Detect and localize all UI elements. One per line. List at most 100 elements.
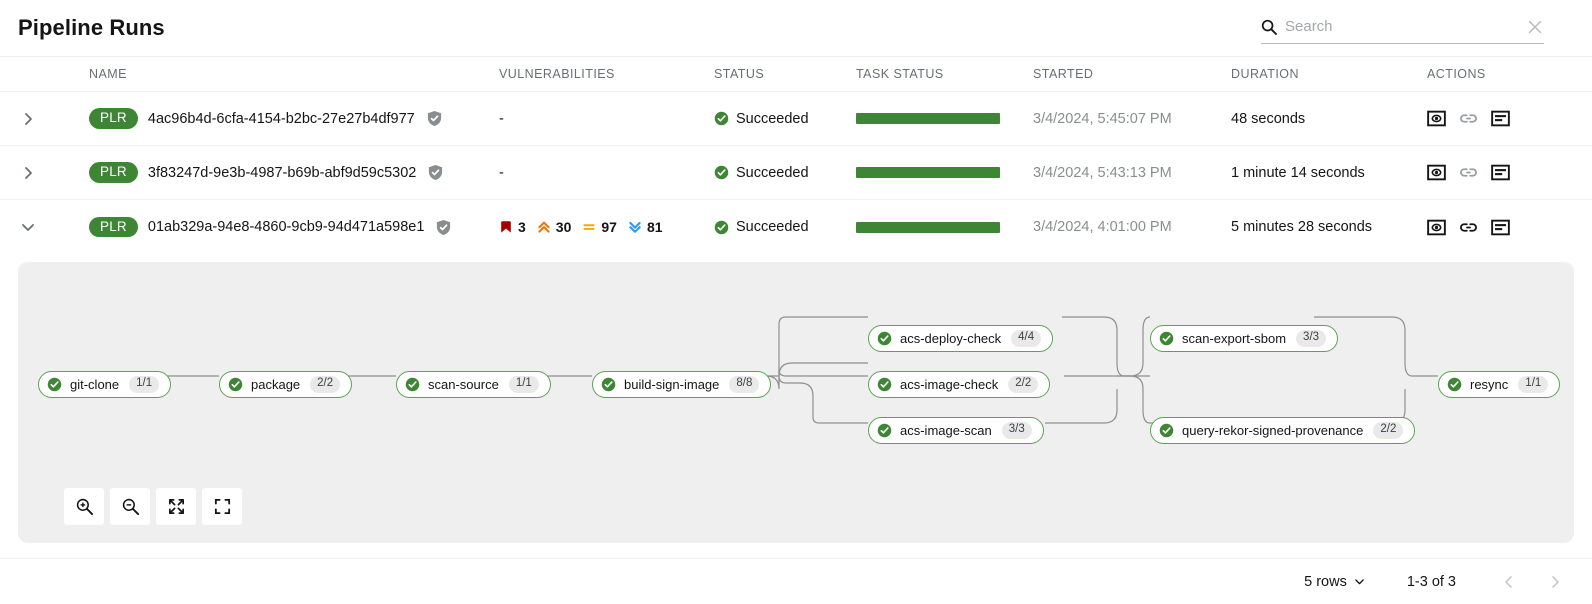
pipeline-node-label: build-sign-image [624, 377, 720, 392]
fit-to-screen-button[interactable] [156, 488, 196, 525]
search-icon [1261, 19, 1277, 35]
run-name-link[interactable]: 3f83247d-9e3b-4987-b69b-abf9d59c5302 [147, 164, 417, 181]
pipeline-node-acs-image-scan[interactable]: acs-image-scan 3/3 [868, 417, 1044, 444]
zoom-out-button[interactable] [110, 488, 150, 525]
chevron-right-icon[interactable] [21, 112, 35, 126]
vulnerabilities-cell: - [499, 111, 714, 127]
view-output-icon[interactable] [1427, 163, 1446, 182]
status-text: Succeeded [736, 164, 809, 181]
status-text: Succeeded [736, 110, 809, 127]
link-icon[interactable] [1459, 163, 1478, 182]
duration-text: 1 minute 14 seconds [1231, 164, 1365, 181]
vulnerability-high: 30 [537, 219, 572, 235]
task-status-bar [856, 221, 1000, 233]
search-input[interactable] [1285, 18, 1518, 35]
kind-badge: PLR [89, 108, 138, 129]
critical-severity-icon [499, 220, 513, 234]
task-status-bar [856, 113, 1000, 124]
search-box[interactable] [1261, 10, 1544, 44]
column-header-actions: ACTIONS [1427, 67, 1486, 81]
pipeline-node-count: 8/8 [729, 376, 760, 393]
pipeline-runs-table: NAME VULNERABILITIES STATUS TASK STATUS … [0, 56, 1592, 590]
status-badge: Succeeded [714, 111, 856, 127]
started-timestamp: 3/4/2024, 5:45:07 PM [1033, 110, 1172, 127]
task-status-bar-fill [856, 113, 1000, 124]
zoom-in-button[interactable] [64, 488, 104, 525]
shield-check-icon [425, 110, 443, 127]
logs-icon[interactable] [1491, 218, 1510, 237]
expand-arrows-icon [167, 497, 186, 516]
vulnerability-count: 30 [555, 219, 572, 235]
pipeline-node-label: package [251, 377, 301, 392]
link-icon[interactable] [1459, 218, 1478, 237]
pipeline-node-label: scan-export-sbom [1182, 331, 1287, 346]
vulnerabilities-cell: - [499, 165, 714, 181]
status-badge: Succeeded [714, 219, 856, 235]
fullscreen-icon [213, 497, 232, 516]
pipeline-node-build-sign-image[interactable]: build-sign-image 8/8 [592, 371, 772, 398]
vulnerabilities-empty: - [499, 164, 504, 181]
pipeline-node-scan-export-sbom[interactable]: scan-export-sbom 3/3 [1150, 325, 1339, 352]
pipeline-node-count: 1/1 [1518, 376, 1549, 393]
medium-severity-icon [582, 220, 596, 234]
pagination-controls [1502, 575, 1562, 589]
kind-badge: PLR [89, 162, 138, 183]
check-circle-icon [405, 377, 420, 392]
pipeline-node-count: 3/3 [1296, 330, 1327, 347]
pipeline-node-label: query-rekor-signed-provenance [1182, 423, 1364, 438]
table-row[interactable]: PLR 01ab329a-94e8-4860-9cb9-94d471a598e1 3… [0, 200, 1592, 254]
link-icon[interactable] [1459, 109, 1478, 128]
column-header-name: NAME [89, 67, 127, 81]
pipeline-node-label: acs-image-scan [900, 423, 992, 438]
table-header-row: NAME VULNERABILITIES STATUS TASK STATUS … [0, 56, 1592, 92]
view-output-icon[interactable] [1427, 218, 1446, 237]
high-severity-icon [537, 220, 551, 234]
view-output-icon[interactable] [1427, 109, 1446, 128]
logs-icon[interactable] [1491, 163, 1510, 182]
vulnerability-low: 81 [628, 219, 663, 235]
table-row[interactable]: PLR 4ac96b4d-6cfa-4154-b2bc-27e27b4df977 -… [0, 92, 1592, 146]
check-circle-icon [714, 220, 729, 235]
shield-check-icon [434, 219, 452, 236]
vulnerability-count: 81 [646, 219, 663, 235]
vulnerabilities-empty: - [499, 110, 504, 127]
status-badge: Succeeded [714, 165, 856, 181]
rows-per-page-select[interactable]: 5 rows [1304, 574, 1365, 590]
close-icon[interactable] [1526, 18, 1544, 36]
check-circle-icon [47, 377, 62, 392]
row-actions [1427, 109, 1592, 128]
check-circle-icon [877, 423, 892, 438]
logs-icon[interactable] [1491, 109, 1510, 128]
vulnerability-medium: 97 [582, 219, 617, 235]
row-actions [1427, 218, 1592, 237]
vulnerability-count: 3 [518, 219, 526, 235]
graph-controls [64, 488, 242, 525]
chevron-down-icon[interactable] [21, 220, 35, 234]
chevron-right-icon[interactable] [1548, 575, 1562, 589]
task-status-bar [856, 167, 1000, 178]
pipeline-node-count: 2/2 [1373, 422, 1404, 439]
column-header-status: STATUS [714, 67, 765, 81]
run-name-link[interactable]: 01ab329a-94e8-4860-9cb9-94d471a598e1 [147, 219, 425, 235]
chevron-right-icon[interactable] [21, 166, 35, 180]
low-severity-icon [628, 220, 642, 234]
kind-badge: PLR [89, 216, 138, 238]
pipeline-node-count: 4/4 [1011, 330, 1042, 347]
run-name-link[interactable]: 4ac96b4d-6cfa-4154-b2bc-27e27b4df977 [147, 110, 415, 127]
pipeline-node-query-rekor-signed-provenance[interactable]: query-rekor-signed-provenance 2/2 [1150, 417, 1416, 444]
vulnerability-critical: 3 [499, 219, 526, 235]
pipeline-node-count: 3/3 [1001, 422, 1032, 439]
reset-view-button[interactable] [202, 488, 242, 525]
column-header-vulnerabilities: VULNERABILITIES [499, 67, 615, 81]
chevron-left-icon[interactable] [1502, 575, 1516, 589]
check-circle-icon [1159, 331, 1174, 346]
started-timestamp: 3/4/2024, 5:43:13 PM [1033, 164, 1172, 181]
table-row[interactable]: PLR 3f83247d-9e3b-4987-b69b-abf9d59c5302 -… [0, 146, 1592, 200]
